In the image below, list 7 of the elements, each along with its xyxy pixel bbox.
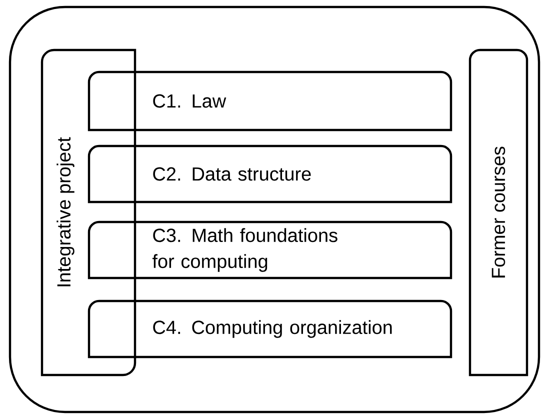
group-box: Integrative project [40,48,136,376]
group-box: Former courses [468,48,528,376]
course-box: C1. Law [88,70,452,132]
course-box: C4. Computing organization [88,300,452,358]
course-box: C3. Math foundations for computing [88,220,452,280]
frame-box [8,6,540,414]
course-box: C2. Data structure [88,144,452,204]
